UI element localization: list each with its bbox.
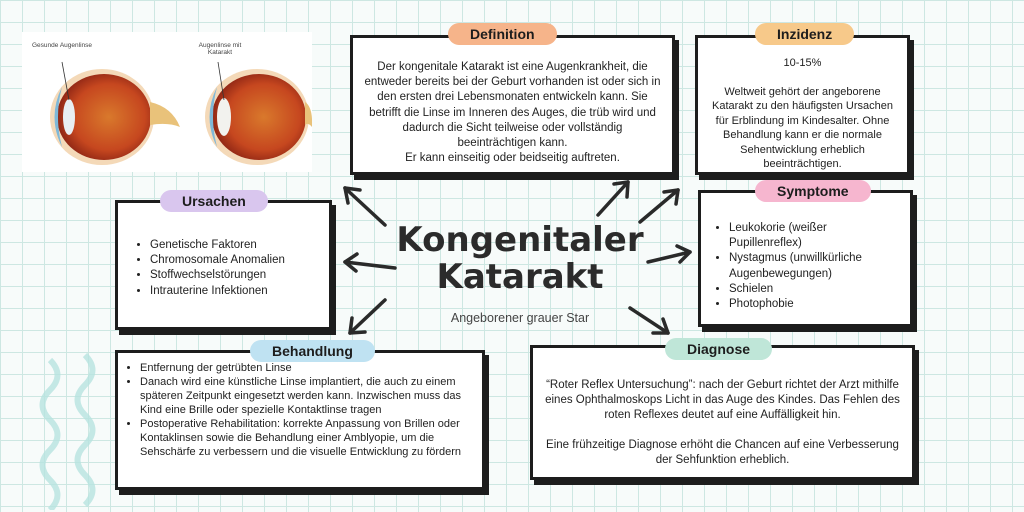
list-item: Intrauterine Infektionen (150, 284, 319, 299)
inzidenz-heading: Inzidenz (755, 23, 855, 45)
inzidenz-value: 10-15% (783, 57, 822, 69)
list-item: Photophobie (729, 297, 900, 312)
ursachen-list: Genetische Faktoren Chromosomale Anomali… (134, 238, 319, 299)
definition-text-2: Er kann einseitig oder beidseitig auftre… (405, 152, 620, 165)
list-item: Danach wird eine künstliche Linse implan… (140, 375, 474, 417)
inzidenz-text: Weltweit gehört der angeborene Katarakt … (711, 85, 893, 171)
diagnose-card: “Roter Reflex Untersuchung”: nach der Ge… (530, 345, 915, 480)
list-item: Genetische Faktoren (150, 238, 319, 253)
main-title: Kongenitaler Katarakt (396, 220, 644, 297)
behandlung-card: Entfernung der getrübten Linse Danach wi… (115, 350, 485, 490)
ursachen-card: Genetische Faktoren Chromosomale Anomali… (115, 200, 332, 330)
list-item: Schielen (729, 282, 900, 297)
list-item: Entfernung der getrübten Linse (140, 361, 474, 375)
healthy-eye-icon (50, 61, 180, 165)
subtitle: Angeborener grauer Star (450, 311, 590, 325)
eye-illustrations: Gesunde Augenlinse Augenlinse mit Katara… (22, 32, 313, 172)
list-item: Nystagmus (unwillkürliche Augenbewegunge… (729, 251, 900, 281)
cataract-eye-icon (205, 61, 313, 165)
arrow-to-definition (596, 180, 630, 217)
symptome-heading: Symptome (755, 180, 871, 202)
arrow-to-inzidenz (638, 188, 680, 224)
list-item: Chromosomale Anomalien (150, 253, 319, 268)
definition-heading: Definition (448, 23, 557, 45)
arrow-to-ursachen (343, 186, 387, 227)
decorative-waves (39, 352, 96, 510)
diagnose-heading: Diagnose (665, 338, 773, 360)
list-item: Leukokorie (weißer Pupillenreflex) (729, 221, 900, 251)
definition-card: Der kongenitale Katarakt ist eine Augenk… (350, 35, 675, 175)
arrow-to-diagnose (628, 306, 670, 335)
behandlung-list: Entfernung der getrübten Linse Danach wi… (124, 361, 474, 460)
arrow-to-symptome (646, 250, 692, 264)
list-item: Stoffwechselstörungen (150, 268, 319, 283)
ursachen-heading: Ursachen (160, 190, 268, 212)
inzidenz-card: 10-15% Weltweit gehört der angeborene Ka… (695, 35, 910, 175)
definition-text: Der kongenitale Katarakt ist eine Augenk… (364, 61, 661, 149)
healthy-eye-label: Gesunde Augenlinse (32, 42, 92, 49)
diagnose-text-2: Eine frühzeitige Diagnose erhöht die Cha… (546, 438, 899, 466)
symptome-list: Leukokorie (weißer Pupillenreflex) Nysta… (713, 221, 900, 312)
behandlung-heading: Behandlung (250, 340, 375, 362)
cataract-eye-label: Augenlinse mit Katarakt (198, 42, 242, 57)
eye-comparison-image (50, 61, 313, 165)
list-item: Postoperative Rehabilitation: korrekte A… (140, 417, 474, 459)
arrow-to-behandlung (348, 298, 387, 335)
arrow-to-ursachen-side (343, 260, 397, 270)
symptome-card: Leukokorie (weißer Pupillenreflex) Nysta… (698, 190, 913, 327)
diagnose-text: “Roter Reflex Untersuchung”: nach der Ge… (545, 379, 900, 422)
